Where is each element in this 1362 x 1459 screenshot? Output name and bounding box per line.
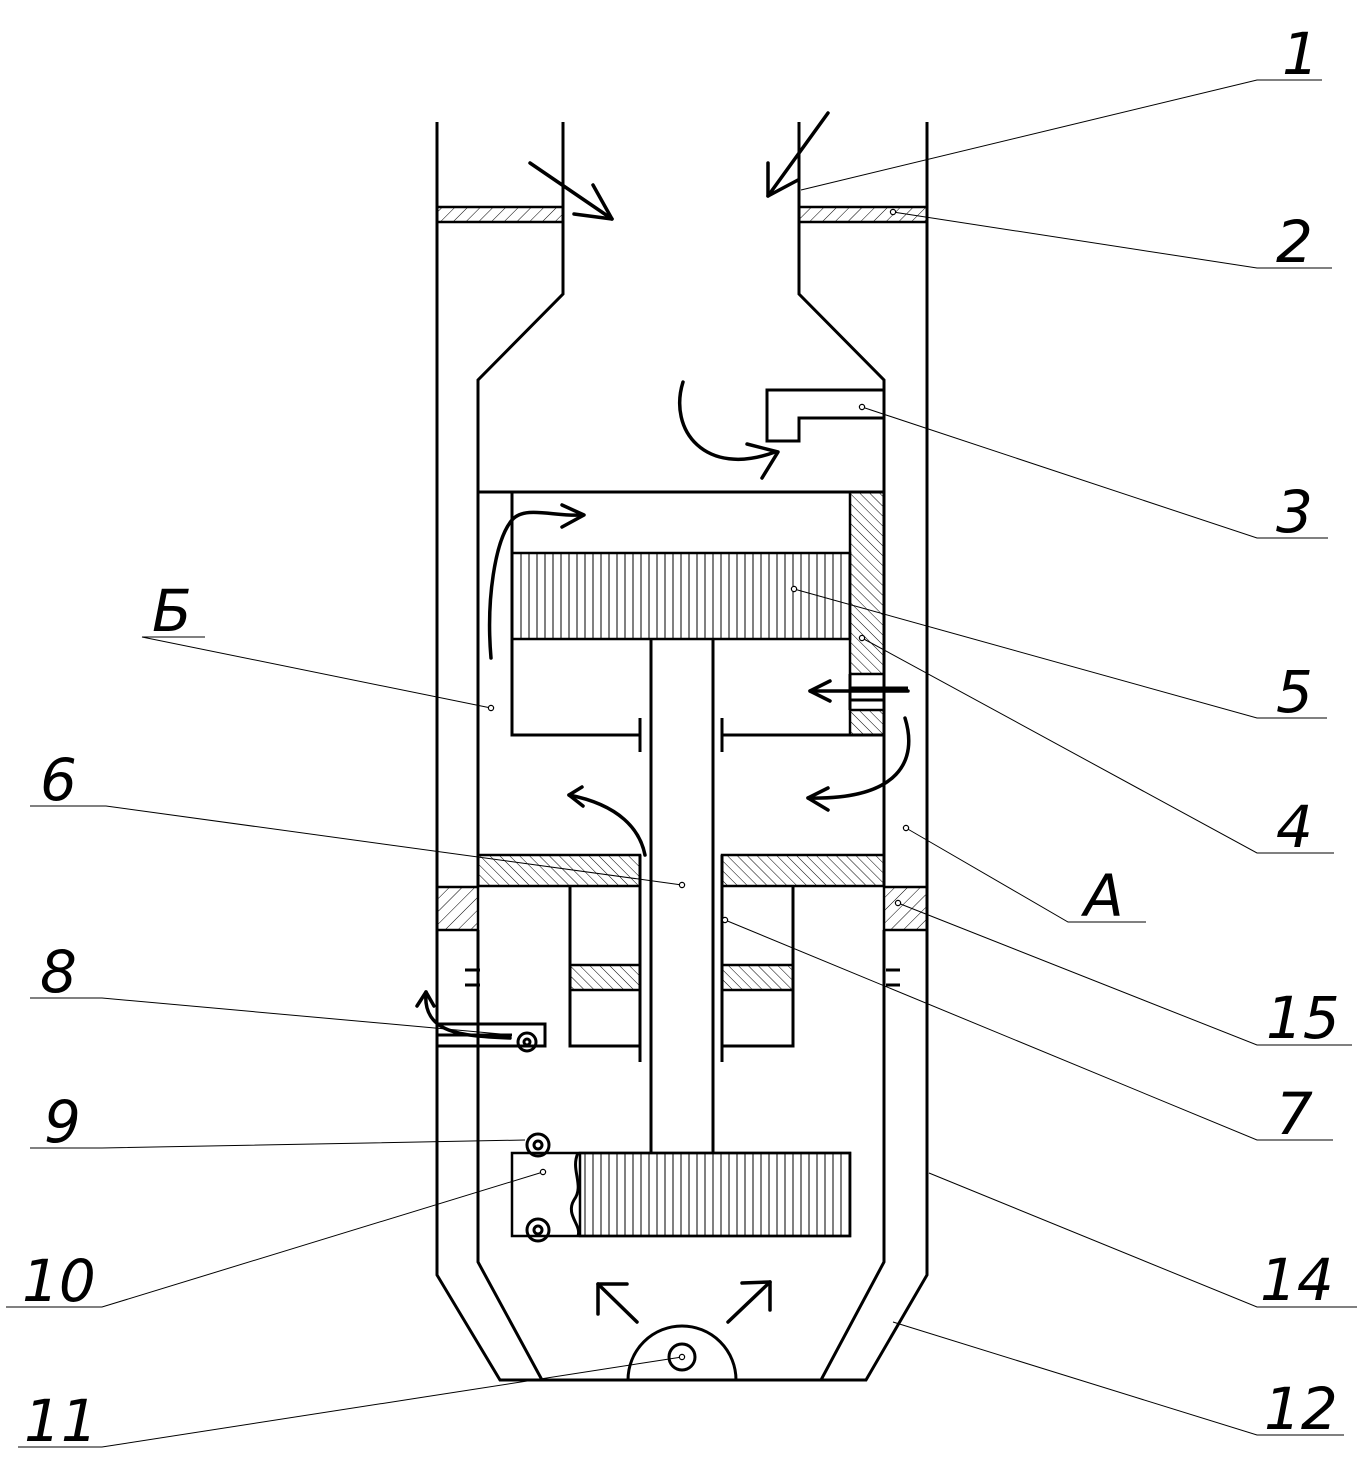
label-8: 8 (40, 938, 77, 1006)
label-11: 11 (24, 1387, 98, 1455)
label-1: 1 (1282, 20, 1319, 88)
shaft-6 (649, 639, 715, 1153)
label-3: 3 (1276, 478, 1313, 546)
label-12: 12 (1264, 1375, 1338, 1443)
label-A: А (1080, 862, 1124, 930)
middle-plate (476, 853, 886, 1046)
label-4: 4 (1276, 793, 1313, 861)
label-6: 6 (40, 746, 77, 814)
label-9: 9 (44, 1088, 81, 1156)
label-5: 5 (1276, 658, 1313, 726)
label-2: 2 (1276, 208, 1313, 276)
flow-arrows (415, 111, 911, 1324)
label-10: 10 (22, 1247, 96, 1315)
leader-lines (6, 79, 1357, 1448)
roller-9 (525, 1132, 551, 1243)
label-15: 15 (1266, 984, 1340, 1052)
valve-8 (437, 1022, 547, 1053)
labels: 1 2 3 5 4 А 15 7 14 12 Б 6 8 9 10 11 (22, 20, 1340, 1455)
outer-casing (435, 122, 929, 1382)
rotor-upper-5 (478, 490, 884, 752)
partition-2 (435, 205, 929, 224)
label-14: 14 (1260, 1246, 1334, 1314)
bearing-housing-7 (568, 886, 795, 1062)
wheel-11 (626, 1324, 738, 1381)
side-wall-4 (848, 490, 908, 737)
label-B: Б (152, 577, 192, 645)
nozzle-3 (765, 388, 884, 443)
label-7: 7 (1276, 1080, 1313, 1148)
seal-15 (435, 885, 929, 932)
rotor-lower-10 (510, 1151, 852, 1238)
